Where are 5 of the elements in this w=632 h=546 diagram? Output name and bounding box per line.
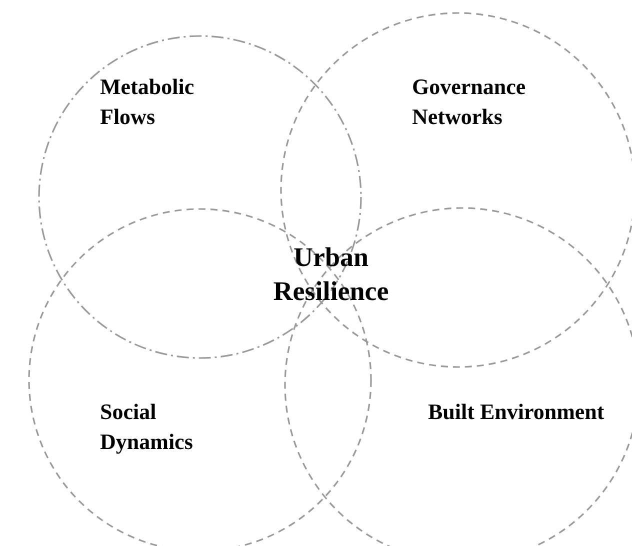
circle-label: Built Environment [428,398,606,426]
center-label: Urban Resilience [272,241,390,308]
circle-label: Governance Networks [412,73,527,131]
circle-label: Metabolic Flows [100,73,196,131]
circle-label: Social Dynamics [100,398,194,456]
